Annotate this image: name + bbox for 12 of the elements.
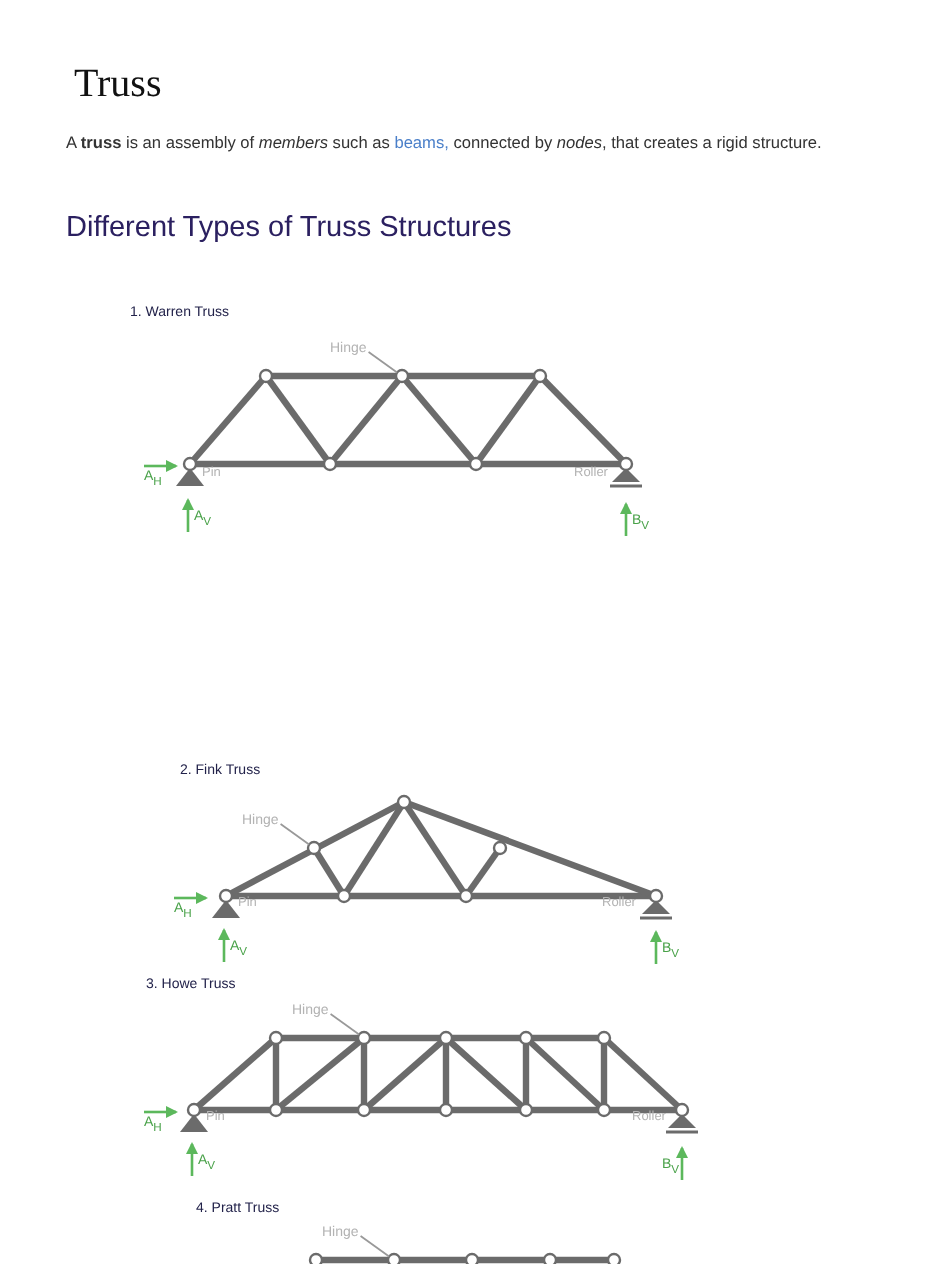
leader-line: [279, 823, 311, 846]
hinge-joint: [394, 368, 410, 384]
hinge-joint: [306, 840, 322, 856]
leader-line: [367, 351, 399, 374]
intro-paragraph: A truss is an assembly of members such as beams, connected by nodes, that creates a rigid structure.: [66, 134, 822, 151]
page-title: Truss: [74, 64, 162, 104]
link: beams,: [394, 132, 449, 152]
hinge-joint: [386, 1252, 402, 1264]
leader-line: [329, 1013, 361, 1036]
hinge-joint: [356, 1030, 372, 1046]
leader-line: [359, 1235, 391, 1258]
section-heading: Different Types of Truss Structures: [66, 214, 512, 243]
